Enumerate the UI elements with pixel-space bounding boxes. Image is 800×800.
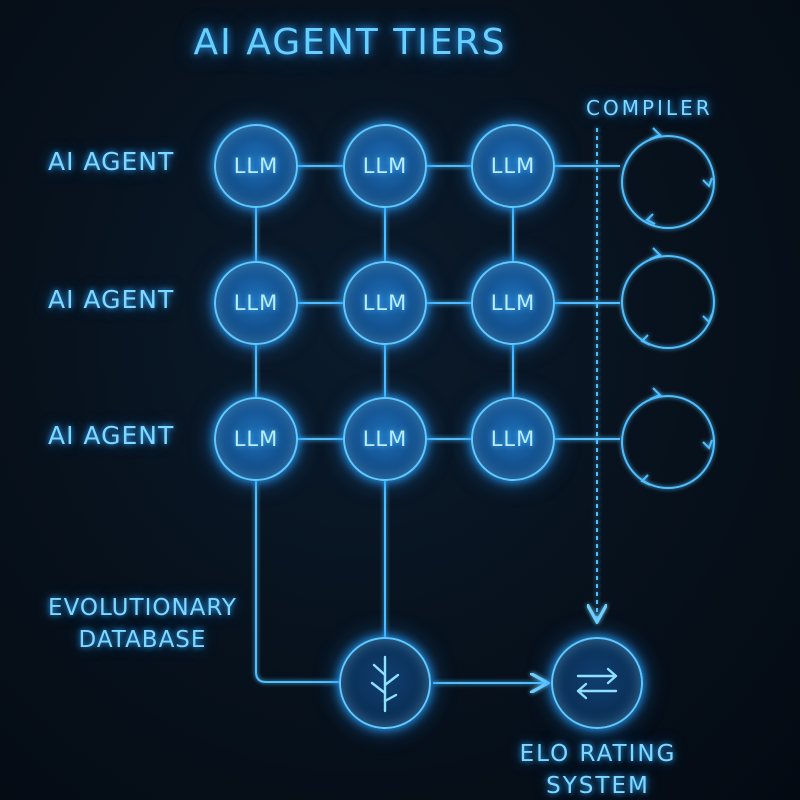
llm-node[interactable]: LLM <box>343 124 427 208</box>
elo-rating-label: ELO RATING SYSTEM <box>508 738 688 800</box>
llm-node[interactable]: LLM <box>214 124 298 208</box>
evolutionary-database-label-line1: EVOLUTIONARY <box>48 595 237 621</box>
branch-icon <box>370 655 400 713</box>
compiler-label: COMPILER <box>586 96 713 120</box>
evolutionary-database-node[interactable] <box>339 637 431 729</box>
row-label-2: AI AGENT <box>48 285 175 314</box>
llm-node[interactable]: LLM <box>343 261 427 345</box>
elo-rating-label-line1: ELO RATING <box>519 741 677 767</box>
llm-node[interactable]: LLM <box>471 397 555 481</box>
compiler-cycle-2 <box>621 247 715 349</box>
left-to-db-path <box>255 481 340 683</box>
llm-node[interactable]: LLM <box>471 261 555 345</box>
evolutionary-database-label-line2: DATABASE <box>78 627 207 653</box>
page-title: AI AGENT TIERS <box>193 22 507 63</box>
row-label-1: AI AGENT <box>48 147 175 176</box>
exchange-arrows-icon <box>576 667 618 700</box>
evolutionary-database-label: EVOLUTIONARY DATABASE <box>30 592 255 656</box>
row-label-3: AI AGENT <box>48 421 175 450</box>
elo-rating-label-line2: SYSTEM <box>546 773 650 799</box>
compiler-cycle-3 <box>621 387 715 489</box>
llm-node[interactable]: LLM <box>471 124 555 208</box>
llm-node[interactable]: LLM <box>343 397 427 481</box>
llm-node[interactable]: LLM <box>214 261 298 345</box>
compiler-cycle-1 <box>621 127 715 229</box>
llm-node[interactable]: LLM <box>214 397 298 481</box>
elo-rating-node[interactable] <box>551 637 643 729</box>
